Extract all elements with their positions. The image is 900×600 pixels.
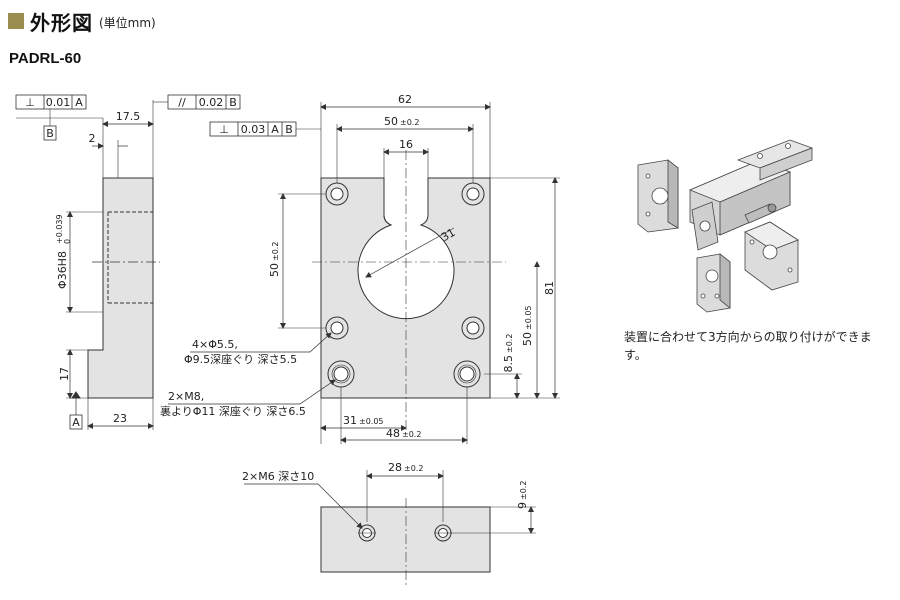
front-view-dimensions xyxy=(168,102,560,444)
callout-cbore-2: Φ9.5深座ぐり 深さ5.5 xyxy=(184,352,297,366)
front-dim-bottom: 8.5 xyxy=(502,355,515,373)
bottom-view-dimensions xyxy=(244,470,536,585)
svg-text:B: B xyxy=(229,96,237,109)
front-dim-width: 62 xyxy=(398,93,412,106)
side-dim-bore-tol-upper: +0.039 xyxy=(55,214,64,244)
front-dim-height: 81 xyxy=(543,281,556,295)
svg-text:±0.2: ±0.2 xyxy=(271,242,280,261)
svg-text:0.02: 0.02 xyxy=(199,96,224,109)
thread-hole-br xyxy=(453,360,481,388)
bottom-callout: 2×M6 深さ10 xyxy=(242,470,314,483)
cbore-hole-ml xyxy=(325,316,349,340)
svg-text:A: A xyxy=(75,96,83,109)
svg-text:⊥: ⊥ xyxy=(219,123,229,136)
svg-text:±0.05: ±0.05 xyxy=(359,417,384,426)
side-dim-small: 2 xyxy=(89,132,96,145)
perpendicularity-symbol: ⊥ xyxy=(25,96,35,109)
svg-text:B: B xyxy=(285,123,293,136)
front-dim-hcenter: 31 xyxy=(343,414,357,427)
front-dim-radius: 31 xyxy=(439,226,458,244)
side-dim-height: 17 xyxy=(58,367,71,381)
side-dim-width: 23 xyxy=(113,412,127,425)
svg-text:±0.05: ±0.05 xyxy=(524,305,533,330)
front-view-labels: 62 50 ±0.2 16 31 50 ±0.2 81 50 ±0.05 8.5… xyxy=(160,93,556,440)
front-dim-center: 50 xyxy=(521,332,534,346)
header-marker-icon xyxy=(8,13,24,29)
mounting-note: 装置に合わせて3方向からの取り付けができます。 xyxy=(624,330,872,362)
svg-text:±0.2: ±0.2 xyxy=(519,481,528,500)
tolerance-frame-front: ⊥ 0.03 A B xyxy=(209,121,321,137)
bottom-view xyxy=(320,506,491,573)
section-title: 外形図 xyxy=(30,10,93,35)
svg-text:±0.2: ±0.2 xyxy=(505,334,514,353)
tolerance-frame-left: ⊥ 0.01 A B xyxy=(15,94,103,141)
tolerance-frame-parallel: // 0.02 B xyxy=(153,94,241,110)
unit-label: (単位mm) xyxy=(99,16,156,30)
front-dim-vpitch: 50 xyxy=(268,263,281,277)
isometric-assembly-illustration xyxy=(637,139,814,313)
front-view xyxy=(320,177,491,399)
svg-text:±0.2: ±0.2 xyxy=(400,118,419,127)
bottom-dim-offset: 9 xyxy=(516,502,529,509)
svg-text:±0.2: ±0.2 xyxy=(402,430,421,439)
side-dim-bore-tol-lower: 0 xyxy=(63,239,72,244)
svg-text:A: A xyxy=(271,123,279,136)
bottom-view-labels: 2×M6 深さ10 28 ±0.2 9 ±0.2 xyxy=(242,461,529,509)
parallelism-symbol: // xyxy=(178,96,186,109)
svg-text:0.03: 0.03 xyxy=(241,123,266,136)
thread-hole-bl xyxy=(327,360,355,388)
front-dim-hpitch2: 48 xyxy=(386,427,400,440)
svg-text:A: A xyxy=(72,416,80,429)
side-view-labels: 17.5 2 Φ36H8 +0.039 0 17 23 xyxy=(55,110,140,425)
callout-cbore-1: 4×Φ5.5, xyxy=(192,338,238,351)
datum-b-label: B xyxy=(46,127,54,140)
side-dim-top: 17.5 xyxy=(116,110,141,123)
callout-thread-1: 2×M8, xyxy=(168,390,204,403)
cbore-hole-tl xyxy=(325,182,349,206)
cbore-hole-mr xyxy=(461,316,485,340)
front-dim-pitch: 50 xyxy=(384,115,398,128)
front-dim-slot: 16 xyxy=(399,138,413,151)
bottom-dim-pitch: 28 xyxy=(388,461,402,474)
side-dim-bore: Φ36H8 xyxy=(56,251,69,289)
cbore-hole-tr xyxy=(461,182,485,206)
section-header: 外形図 (単位mm) xyxy=(8,6,156,36)
datum-a-box: A xyxy=(69,414,83,430)
model-number: PADRL-60 xyxy=(9,50,82,67)
svg-text:0.01: 0.01 xyxy=(46,96,71,109)
callout-thread-2: 裏よりΦ11 深座ぐり 深さ6.5 xyxy=(160,404,306,418)
svg-text:±0.2: ±0.2 xyxy=(404,464,423,473)
side-view xyxy=(66,100,160,430)
